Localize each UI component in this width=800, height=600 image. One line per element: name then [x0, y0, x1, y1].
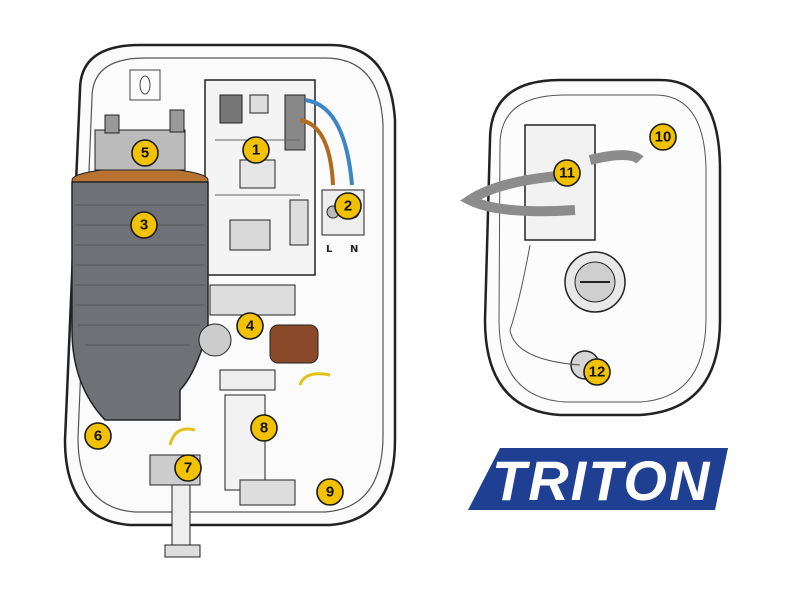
logo-text: TRITON — [492, 449, 711, 512]
pcb-board — [204, 79, 316, 276]
solenoid-valve — [198, 284, 319, 391]
callout-badge — [583, 358, 611, 386]
callout-badge — [242, 136, 270, 164]
live-label: L — [326, 244, 333, 255]
callout-badge — [236, 312, 264, 340]
brown-wire — [299, 118, 335, 186]
callout-badge — [334, 192, 362, 220]
yellow-wire-upper — [298, 372, 331, 386]
blue-wire — [304, 98, 354, 186]
callout-2: 2 — [334, 192, 362, 220]
callout-number: 3 — [140, 217, 148, 234]
callout-number: 2 — [344, 198, 352, 215]
callout-6: 6 — [84, 422, 112, 450]
callout-number: 8 — [260, 420, 268, 437]
heater-can — [71, 167, 209, 421]
callout-number: 11 — [559, 165, 575, 182]
callout-number: 1 — [252, 142, 260, 159]
callout-11: 11 — [553, 159, 581, 187]
callout-7: 7 — [174, 454, 202, 482]
logo-badge — [468, 448, 728, 510]
flow-valve — [149, 394, 296, 558]
neutral-label: N — [350, 244, 358, 255]
callout-10: 10 — [649, 123, 677, 151]
triton-logo: TRITON — [468, 448, 728, 512]
callout-number: 6 — [94, 428, 102, 445]
callout-5: 5 — [131, 139, 159, 167]
cover-rear-view — [460, 78, 722, 417]
callout-number: 4 — [246, 318, 255, 335]
callout-number: 12 — [589, 364, 606, 381]
callout-badge — [553, 159, 581, 187]
callout-4: 4 — [236, 312, 264, 340]
callout-3: 3 — [130, 211, 158, 239]
yellow-wire-lower — [168, 427, 196, 446]
callout-badge — [84, 422, 112, 450]
callout-badge — [131, 139, 159, 167]
callout-badge — [316, 478, 344, 506]
callout-badge — [649, 123, 677, 151]
callout-12: 12 — [583, 358, 611, 386]
callout-number: 5 — [141, 145, 149, 162]
callout-number: 10 — [655, 129, 672, 146]
ribbon-cable — [460, 170, 576, 217]
callout-badge — [250, 414, 278, 442]
callout-9: 9 — [316, 478, 344, 506]
callout-number: 7 — [184, 460, 192, 477]
callout-number: 9 — [326, 484, 334, 501]
callout-badge — [174, 454, 202, 482]
callout-badge — [130, 211, 158, 239]
shower-unit-interior: L N — [63, 43, 397, 558]
callout-1: 1 — [242, 136, 270, 164]
callout-8: 8 — [250, 414, 278, 442]
control-knob — [564, 251, 626, 313]
